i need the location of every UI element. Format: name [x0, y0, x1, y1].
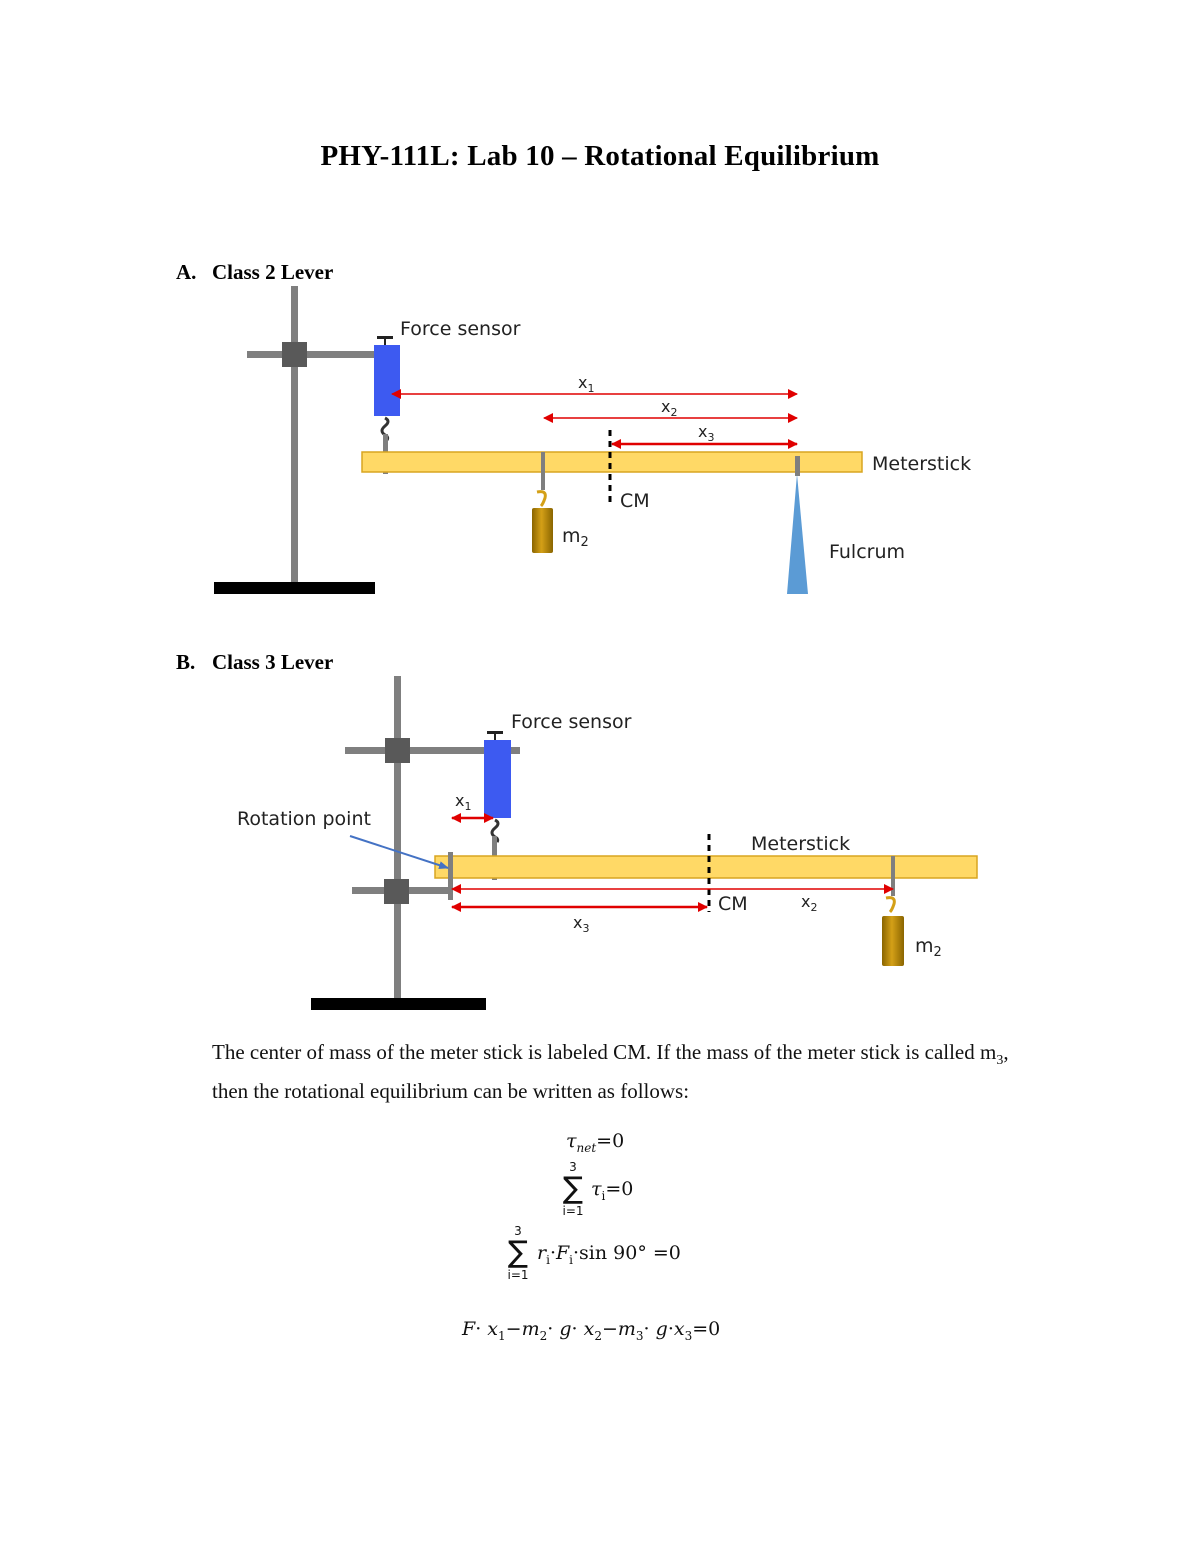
stand-upper-clamp — [385, 738, 410, 763]
label-x1: x1 — [578, 373, 594, 395]
stand-base — [214, 582, 375, 594]
rotation-pointer — [349, 835, 449, 870]
equation-net-torque: τnet=0 — [566, 1130, 625, 1155]
page-title: PHY-111L: Lab 10 – Rotational Equilibriu… — [320, 140, 880, 172]
mass-hanger-rod — [541, 452, 545, 490]
equation-3-sum: 3 ∑ i=1 — [507, 1224, 529, 1282]
stand-clamp — [282, 342, 307, 367]
fulcrum-pin — [795, 456, 800, 476]
force-sensor-stem — [494, 731, 496, 741]
mass-hook — [885, 896, 896, 914]
equation-2-body: τi=0 — [591, 1178, 634, 1203]
mass-hanger-rod — [891, 856, 895, 896]
section-b-heading: B. Class 3 Lever — [176, 650, 333, 675]
label-fulcrum: Fulcrum — [829, 541, 905, 563]
force-sensor-body — [484, 740, 511, 818]
class-2-lever-diagram: Force sensor x1 x2 x3 Meterstick CM m2 F… — [214, 286, 971, 594]
label-rotation-point: Rotation point — [237, 808, 371, 830]
label-x3: x3 — [698, 422, 714, 444]
section-a-heading: A. Class 2 Lever — [176, 260, 333, 285]
meterstick — [361, 451, 863, 473]
label-x1: x1 — [455, 791, 471, 813]
mass-m2 — [882, 916, 904, 966]
stand-arm — [247, 351, 387, 358]
equation-3-body: ri·Fi·sin 90° =0 — [537, 1242, 681, 1267]
section-a-title: Class 2 Lever — [212, 260, 334, 284]
equation-4: F· x1−m2· g· x2−m3· g·x3=0 — [462, 1318, 721, 1343]
equation-2-sum: 3 ∑ i=1 — [562, 1160, 584, 1218]
label-x2: x2 — [661, 397, 677, 419]
stand-rod — [291, 286, 298, 582]
label-x3: x3 — [573, 913, 589, 935]
label-meterstick: Meterstick — [872, 453, 971, 475]
label-force-sensor: Force sensor — [400, 318, 521, 340]
stand-lower-clamp — [384, 879, 409, 904]
label-x2: x2 — [801, 892, 817, 914]
force-sensor-hook — [490, 818, 500, 843]
force-sensor-stem — [384, 336, 386, 346]
section-b-number: B. — [176, 650, 196, 674]
label-m2: m2 — [562, 525, 589, 550]
mass-hook — [536, 490, 547, 508]
label-cm: CM — [620, 490, 650, 512]
description-paragraph: The center of mass of the meter stick is… — [212, 1040, 1009, 1104]
section-a-number: A. — [176, 260, 197, 284]
class-3-lever-diagram: Force sensor Rotation point x1 Meterstic… — [237, 676, 978, 1010]
force-sensor-body — [374, 345, 400, 416]
section-b-title: Class 3 Lever — [212, 650, 334, 674]
mass-m2 — [532, 508, 553, 553]
fulcrum — [787, 474, 808, 594]
stand-rod — [394, 676, 401, 998]
label-cm: CM — [718, 893, 748, 915]
stand-base — [311, 998, 486, 1010]
label-meterstick: Meterstick — [751, 833, 850, 855]
label-m2: m2 — [915, 935, 942, 960]
meterstick — [434, 855, 978, 879]
stand-upper-arm — [345, 747, 520, 754]
label-force-sensor: Force sensor — [511, 711, 632, 733]
pivot-pin — [448, 852, 453, 900]
